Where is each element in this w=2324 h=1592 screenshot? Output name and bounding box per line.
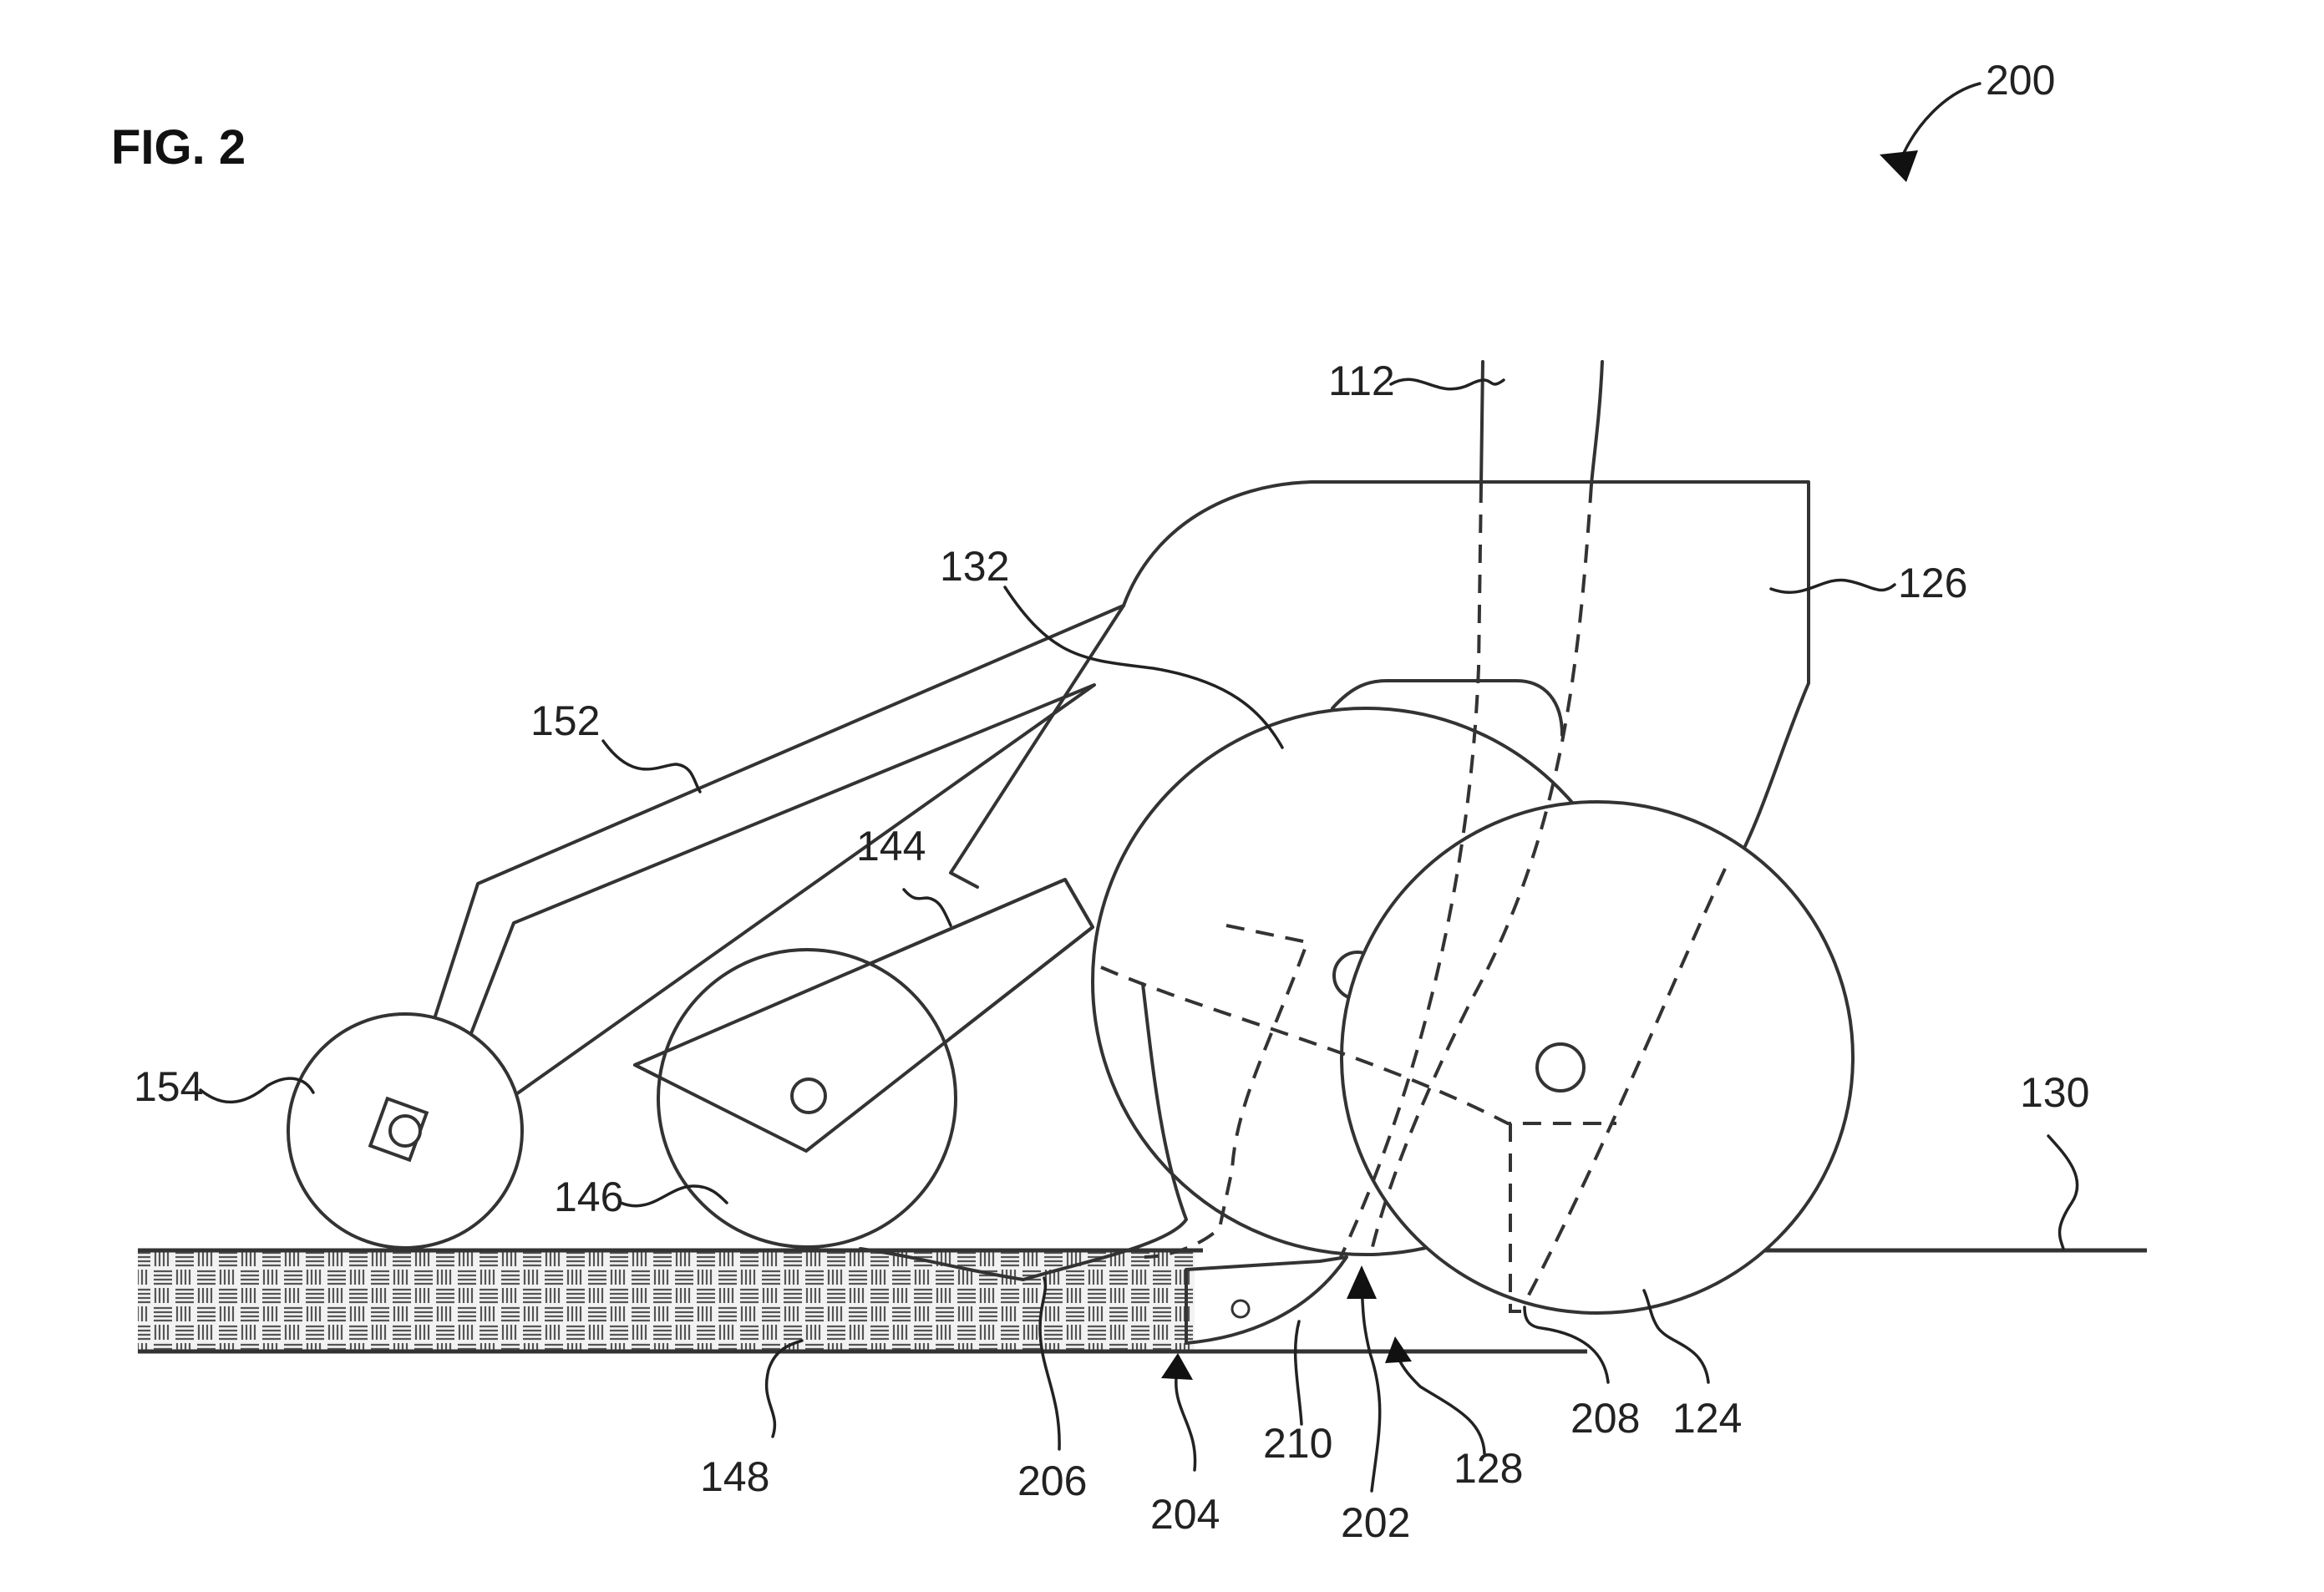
dashed-linkage xyxy=(1100,966,1616,1125)
ref-152: 152 xyxy=(530,697,600,744)
wheel-housing xyxy=(1331,679,1564,737)
ref-128: 128 xyxy=(1454,1445,1523,1492)
press-wheel-146-hub xyxy=(790,1077,827,1114)
disc-opener-124 xyxy=(1340,800,1855,1315)
leader-148 xyxy=(764,1339,804,1438)
leader-124 xyxy=(1642,1289,1710,1384)
figure-number-arrowhead xyxy=(1880,150,1918,182)
ref-126: 126 xyxy=(1898,560,1967,606)
leader-126 xyxy=(1769,578,1896,594)
arrowhead-128 xyxy=(1385,1336,1412,1363)
leader-144 xyxy=(902,888,952,927)
arrowhead-204 xyxy=(1161,1353,1193,1380)
ref-206: 206 xyxy=(1017,1458,1087,1504)
leader-152 xyxy=(601,739,702,793)
leader-132 xyxy=(1003,586,1284,749)
leader-154 xyxy=(199,1077,315,1104)
ref-112: 112 xyxy=(1328,357,1395,404)
leader-204 xyxy=(1175,1377,1197,1472)
seed-tube-112-outer xyxy=(1479,360,1484,486)
seed-tube-112-dashed-right xyxy=(1368,484,1593,1258)
ref-124: 124 xyxy=(1672,1395,1742,1442)
ref-148: 148 xyxy=(700,1453,769,1500)
seed-tube-dashed-rear xyxy=(1523,868,1727,1304)
seed-tube-112-inner xyxy=(1590,360,1604,486)
leader-112 xyxy=(1389,378,1505,391)
ref-132: 132 xyxy=(940,543,1009,590)
ref-130: 130 xyxy=(2020,1069,2089,1116)
ref-146: 146 xyxy=(554,1174,623,1220)
shank-206 xyxy=(859,982,1188,1281)
ref-210: 210 xyxy=(1263,1420,1332,1467)
ref-202: 202 xyxy=(1341,1499,1410,1546)
arm-144-overlay xyxy=(633,878,1094,1153)
ref-204: 204 xyxy=(1150,1491,1220,1538)
leader-202 xyxy=(1360,1289,1382,1493)
figure-title: FIG. 2 xyxy=(111,120,246,175)
ref-144: 144 xyxy=(856,823,926,870)
ref-154: 154 xyxy=(134,1063,203,1110)
closing-wheel-154-hub xyxy=(388,1114,422,1148)
leader-146 xyxy=(619,1184,728,1208)
dashed-bracket-208 xyxy=(1509,1123,1529,1313)
seed-tube-112-dashed-left xyxy=(1339,484,1483,1258)
ref-208: 208 xyxy=(1570,1395,1640,1442)
trench-tail-204 xyxy=(1185,1255,1348,1345)
leader-128 xyxy=(1395,1353,1486,1455)
soil-layer xyxy=(138,1249,1195,1351)
arrowhead-202 xyxy=(1347,1265,1377,1299)
leader-208 xyxy=(1523,1306,1610,1384)
tail-hole xyxy=(1231,1299,1251,1319)
leader-206 xyxy=(1038,1276,1061,1451)
frame-126-lower-edge xyxy=(949,604,1125,889)
frame-126 xyxy=(1122,480,1810,879)
figure-number: 200 xyxy=(1986,57,2055,104)
disc-opener-124-hub xyxy=(1535,1042,1586,1093)
leader-210 xyxy=(1293,1320,1303,1426)
leader-130 xyxy=(2047,1134,2079,1250)
firming-point-dashed xyxy=(1144,924,1310,1259)
